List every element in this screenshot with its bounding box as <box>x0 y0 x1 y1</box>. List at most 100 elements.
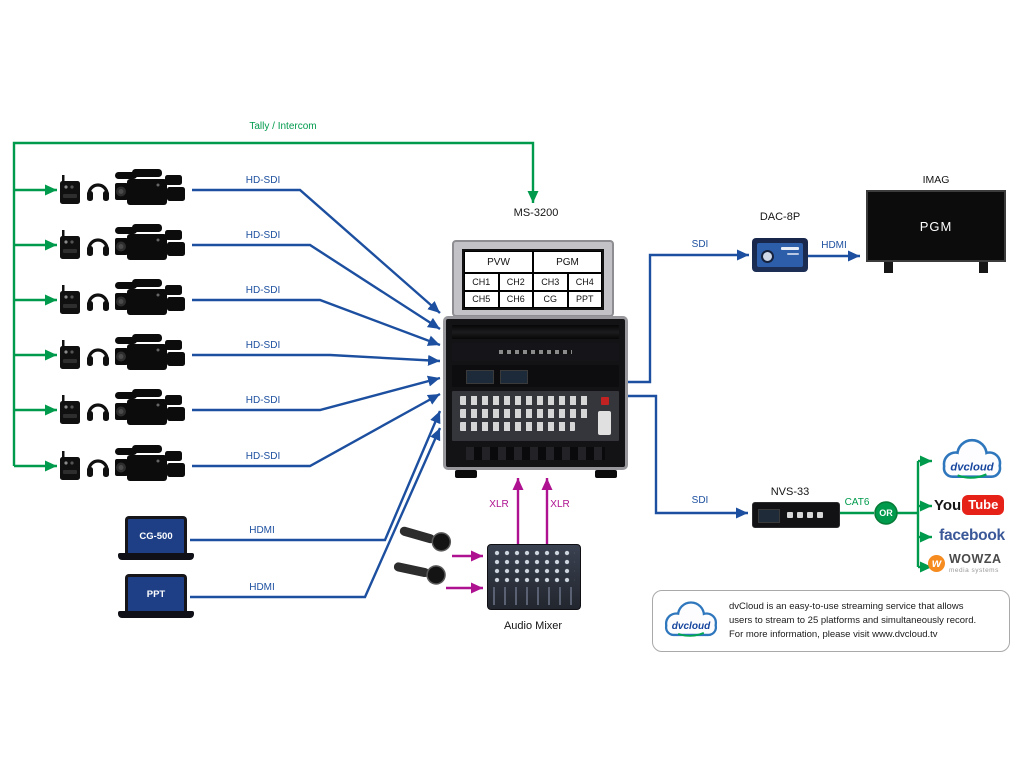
button-row <box>460 396 591 405</box>
hdsdi-label-4: HD-SDI <box>245 340 281 351</box>
intercom-beltpack-icon <box>60 230 80 259</box>
intercom-beltpack-icon <box>60 340 80 369</box>
callout-line-2: users to stream to 25 platforms and simu… <box>729 615 977 627</box>
hdsdi-label-6: HD-SDI <box>245 451 281 462</box>
headset-icon <box>87 348 109 366</box>
callout-line-3: For more information, please visit www.d… <box>729 628 938 640</box>
sdi-hdmi-wires <box>190 188 860 599</box>
hdmi-label-cg: HDMI <box>249 525 275 536</box>
wowza-logo-subtext: media systems <box>949 566 999 574</box>
headset-icon <box>87 459 109 477</box>
cat6-label: CAT6 <box>844 497 870 508</box>
nvs-button <box>807 512 813 518</box>
xlr-label-1: XLR <box>489 499 509 510</box>
multiview-cell: CH1 <box>464 273 499 291</box>
case-foot <box>455 470 477 478</box>
intercom-beltpack-icon <box>60 175 80 204</box>
dvcloud-callout: dvcloud dvCloud is an easy-to-use stream… <box>652 590 1010 652</box>
xlr-wires <box>446 478 553 594</box>
dvcloud-logo: dvcloud <box>942 438 1002 479</box>
laptop-icon <box>118 553 194 560</box>
cg-laptop-screen-label: CG-500 <box>125 516 187 553</box>
nvs-screen <box>758 509 780 523</box>
button-row <box>460 422 575 431</box>
record-button <box>601 397 609 405</box>
youtube-logo-tube: Tube <box>962 495 1005 515</box>
dvcloud-logo-text: dvcloud <box>672 621 711 632</box>
intercom-beltpack-icon <box>60 285 80 314</box>
mixer-faders <box>493 587 575 605</box>
nvs-button <box>787 512 793 518</box>
hdsdi-label-3: HD-SDI <box>245 285 281 296</box>
rack-unit <box>452 325 619 339</box>
wowza-logo: w WOWZA media systems <box>928 552 1002 574</box>
switcher-flight-case <box>443 316 628 470</box>
sdi-label-dac: SDI <box>691 239 709 250</box>
camera-chain-2 <box>58 222 194 268</box>
multiview-cell: CH4 <box>567 273 602 291</box>
tbar-fader <box>598 411 611 435</box>
multiview-pgm-cell: PGM <box>533 251 602 273</box>
wowza-icon: w <box>928 554 945 572</box>
intercom-beltpack-icon <box>60 451 80 480</box>
or-label: OR <box>879 508 893 518</box>
wowza-logo-text: WOWZA <box>949 552 1002 566</box>
hdmi-label-pgm: HDMI <box>821 240 847 251</box>
camcorder-icon <box>115 224 185 260</box>
cg-laptop: CG-500 <box>118 516 194 560</box>
multiview-cell: CH3 <box>533 273 568 291</box>
multiview-monitor: PVW PGM CH1 CH2 CH3 CH4 CH5 CH6 CG PPT <box>462 249 604 310</box>
camcorder-icon <box>115 445 185 481</box>
camcorder-icon <box>115 389 185 425</box>
mixer-knobs <box>493 549 575 585</box>
display-foot <box>884 260 893 273</box>
callout-line-1: dvCloud is an easy-to-use streaming serv… <box>729 601 964 613</box>
youtube-logo-you: You <box>934 496 962 514</box>
headset-icon <box>87 293 109 311</box>
rack-display <box>466 370 494 384</box>
camcorder-icon <box>115 169 185 205</box>
switcher-monitor-lid: PVW PGM CH1 CH2 CH3 CH4 CH5 CH6 CG PPT <box>452 240 614 317</box>
dac-face <box>757 243 803 267</box>
case-foot <box>595 470 617 478</box>
multiview-cell: CH6 <box>498 290 533 308</box>
imag-label: IMAG <box>922 174 950 186</box>
hdsdi-label-2: HD-SDI <box>245 230 281 241</box>
button-row <box>460 409 591 418</box>
nvs-button <box>797 512 803 518</box>
nvs-label: NVS-33 <box>770 486 810 498</box>
rack-led-strip <box>498 350 573 354</box>
multiview-cell: PPT <box>567 290 602 308</box>
rack-unit <box>452 343 619 361</box>
intercom-beltpack-icon <box>60 395 80 424</box>
tally-intercom-label: Tally / Intercom <box>249 121 317 132</box>
sdi-label-nvs: SDI <box>691 495 709 506</box>
nvs-33-encoder <box>752 502 840 528</box>
multiview-cell: CG <box>533 290 568 308</box>
rack-unit <box>452 365 619 387</box>
hdmi-label-ppt: HDMI <box>249 582 275 593</box>
camera-chain-6 <box>58 443 194 489</box>
nvs-button <box>817 512 823 518</box>
dac-label: DAC-8P <box>759 211 801 223</box>
ppt-laptop: PPT <box>118 574 194 618</box>
ppt-laptop-screen-label: PPT <box>125 574 187 611</box>
headset-icon <box>87 403 109 421</box>
headset-icon <box>87 238 109 256</box>
headset-icon <box>87 183 109 201</box>
or-node <box>874 501 898 525</box>
camera-chain-4 <box>58 332 194 378</box>
dvcloud-logo: dvcloud <box>664 601 718 637</box>
multiview-cell: CH2 <box>498 273 533 291</box>
multiview-pvw-cell: PVW <box>464 251 533 273</box>
facebook-logo: facebook <box>939 527 1005 544</box>
bnc-connector-icon <box>761 250 774 263</box>
hdsdi-label-1: HD-SDI <box>245 175 281 186</box>
dac-8p-converter <box>752 238 808 272</box>
case-vent <box>466 447 605 460</box>
camcorder-icon <box>115 279 185 315</box>
camera-chain-1 <box>58 167 194 213</box>
dac-branding <box>787 253 799 255</box>
